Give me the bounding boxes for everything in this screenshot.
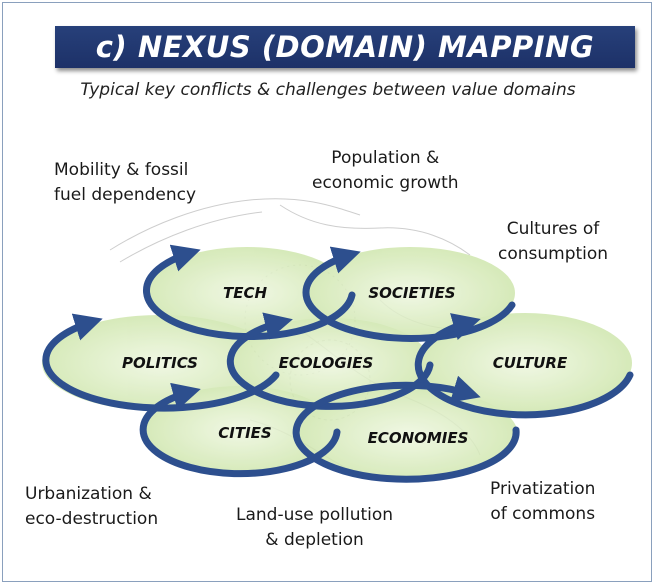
annotation-cultures: Cultures of consumption — [498, 217, 608, 267]
economies-ring — [292, 375, 520, 483]
annotation-line: Mobility & fossil — [54, 160, 189, 180]
domain-label-cities: CITIES — [218, 424, 271, 442]
annotation-line: Privatization — [490, 479, 596, 499]
domain-label-economies: ECONOMIES — [368, 429, 469, 447]
annotation-line: eco-destruction — [25, 509, 159, 529]
domain-label-societies: SOCIETIES — [368, 284, 455, 302]
annotation-landuse: Land-use pollution & depletion — [236, 503, 393, 553]
annotation-line: Cultures of — [506, 219, 600, 239]
domain-label-politics: POLITICS — [122, 354, 198, 372]
title-banner: c) NEXUS (DOMAIN) MAPPING — [55, 26, 635, 68]
annotation-line: Land-use pollution — [236, 505, 394, 525]
domain-label-culture: CULTURE — [493, 354, 568, 372]
domain-rings — [42, 244, 634, 483]
subtitle: Typical key conflicts & challenges betwe… — [80, 80, 576, 100]
annotation-line: economic growth — [312, 173, 459, 193]
annotation-line: fuel dependency — [54, 185, 197, 205]
annotation-line: consumption — [498, 244, 609, 264]
annotation-line: Population & — [331, 148, 440, 168]
politics-ring — [42, 313, 280, 412]
annotation-population: Population & economic growth — [312, 146, 459, 196]
annotation-line: & depletion — [265, 530, 364, 550]
domain-label-tech: TECH — [223, 284, 267, 302]
economies-fill — [298, 388, 518, 482]
annotation-privatization: Privatization of commons — [490, 477, 595, 527]
annotation-mobility: Mobility & fossil fuel dependency — [54, 158, 196, 208]
page-title: c) NEXUS (DOMAIN) MAPPING — [95, 30, 595, 64]
annotation-urbanization: Urbanization & eco-destruction — [25, 482, 158, 532]
culture-ring — [414, 313, 634, 419]
ecologies-ring — [226, 312, 434, 410]
domain-label-ecologies: ECOLOGIES — [279, 354, 374, 372]
annotation-line: Urbanization & — [25, 484, 152, 504]
annotation-line: of commons — [490, 504, 596, 524]
